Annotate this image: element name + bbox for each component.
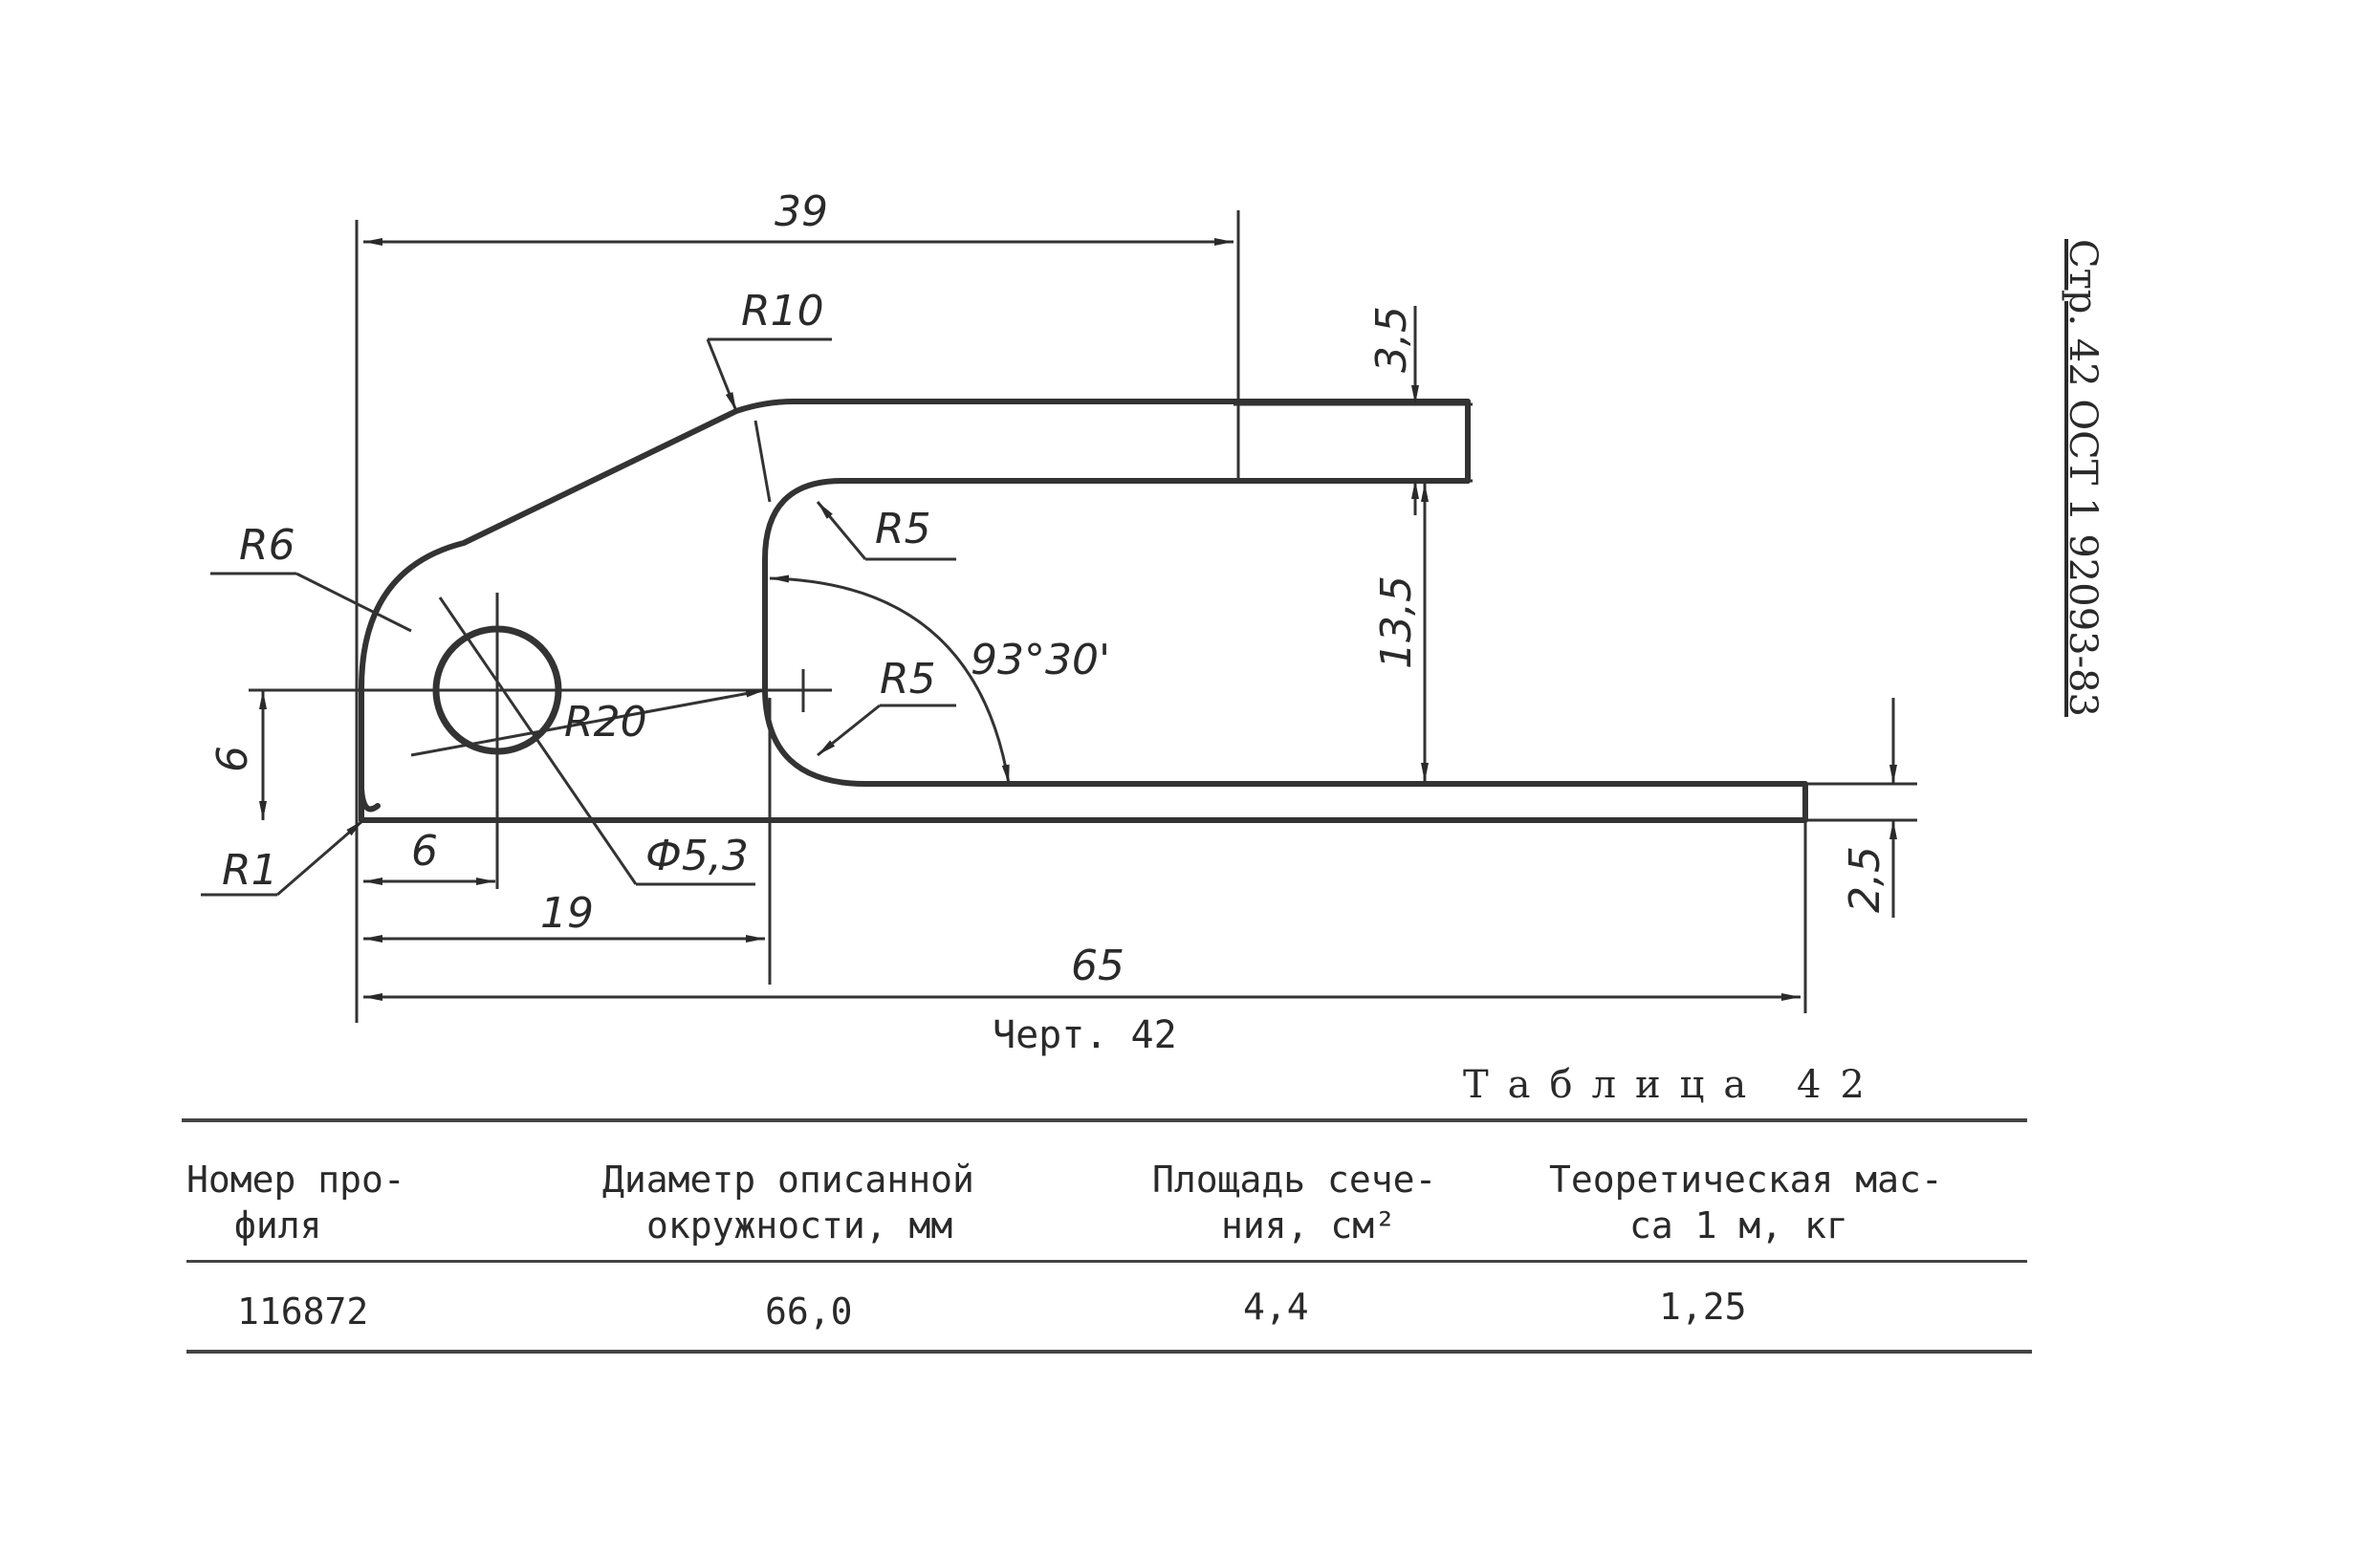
- header-profile-number-line1: Номер про-: [186, 1159, 405, 1201]
- dim-13-5: 13,5: [1372, 575, 1421, 669]
- table-row-profile: 116872: [237, 1290, 369, 1333]
- dim-r6: R6: [239, 521, 295, 570]
- drawing-caption: Черт. 42: [993, 1013, 1177, 1057]
- header-mass: Теоретическая мас- са 1 м, кг: [1549, 1157, 1943, 1248]
- dim-6-horizontal: 6: [411, 827, 438, 876]
- dim-r5-top: R5: [875, 505, 931, 553]
- header-diameter: Диаметр описанной окружности, мм: [602, 1157, 974, 1248]
- dim-19: 19: [540, 889, 594, 938]
- dim-angle: 93°30': [971, 636, 1110, 684]
- table-row-area: 4,4: [1243, 1286, 1309, 1328]
- table-bottom-rule: [186, 1350, 2032, 1354]
- table-top-rule: [182, 1118, 2027, 1122]
- document-code-text: Стр. 42 ОСТ 1 92093-83: [2061, 239, 2105, 717]
- header-area: Площадь сече- ния, см²: [1152, 1157, 1436, 1248]
- header-area-line1: Площадь сече-: [1152, 1159, 1437, 1201]
- header-profile-number: Номер про- филя: [186, 1157, 405, 1248]
- dim-39: 39: [775, 187, 828, 236]
- profile-outline: [359, 399, 1808, 823]
- dim-r20: R20: [564, 698, 647, 747]
- dim-2-5: 2,5: [1841, 846, 1889, 913]
- table-title: Таблица 42: [1463, 1063, 1884, 1107]
- document-code: Стр. 42 ОСТ 1 92093-83: [2054, 210, 2111, 746]
- dim-6-vertical: 6: [208, 746, 257, 772]
- header-area-line2: ния, см²: [1221, 1204, 1397, 1247]
- header-diameter-line2: окружности, мм: [646, 1204, 953, 1247]
- dim-r10: R10: [741, 287, 824, 336]
- dimension-lines: [201, 210, 1917, 1023]
- table-row-diameter: 66,0: [765, 1290, 853, 1333]
- dim-phi-5-3: Ф5,3: [645, 832, 749, 880]
- dim-r1: R1: [222, 846, 278, 895]
- table-row-mass: 1,25: [1659, 1286, 1747, 1328]
- header-mass-line2: са 1 м, кг: [1629, 1204, 1848, 1247]
- header-mass-line1: Теоретическая мас-: [1549, 1159, 1943, 1201]
- dim-65: 65: [1071, 942, 1124, 990]
- table-header-rule: [186, 1260, 2027, 1263]
- header-profile-number-line2: филя: [234, 1204, 322, 1247]
- dim-r5-bottom: R5: [880, 655, 936, 704]
- dim-3-5: 3,5: [1367, 306, 1416, 373]
- header-diameter-line1: Диаметр описанной: [602, 1159, 974, 1201]
